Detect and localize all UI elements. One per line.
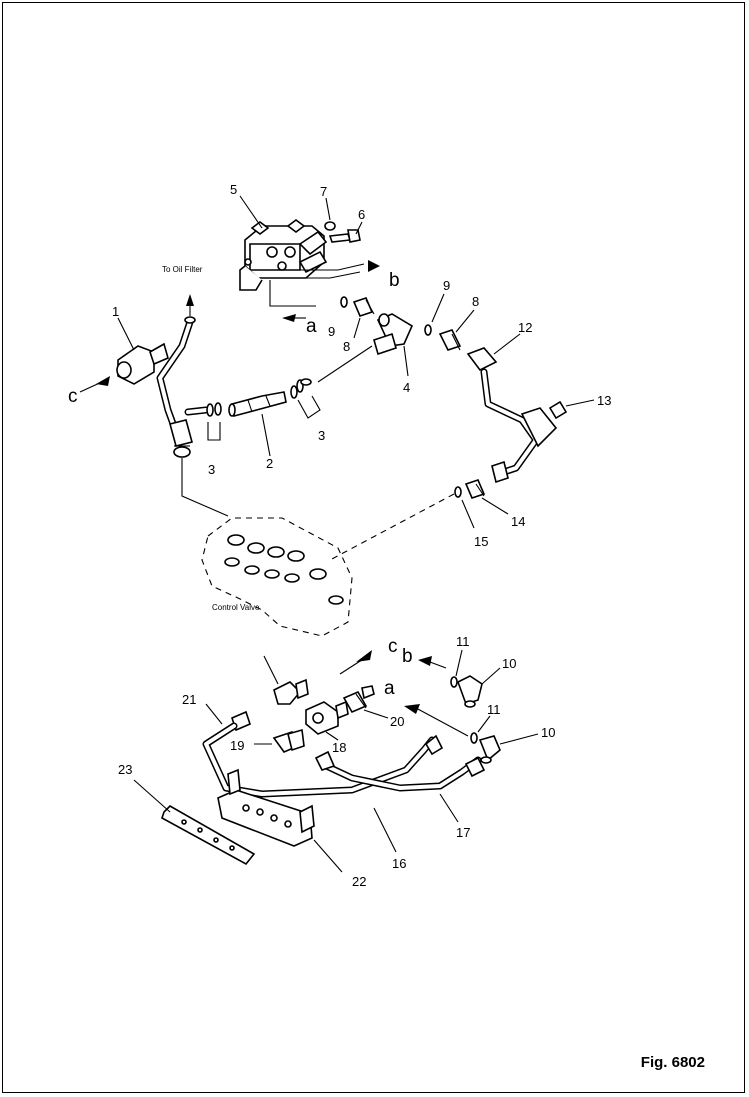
o-ring-15 [454,486,462,498]
pipe-12 [466,347,558,484]
elbow-10-upper [457,675,483,708]
part-label-3-left: 3 [208,462,215,477]
part-label-14: 14 [511,514,525,529]
nut-17-right [464,756,486,778]
elbow-19 [272,728,305,753]
part-label-21: 21 [182,692,196,707]
part-label-6: 6 [358,207,365,222]
letter-a-upper: a [306,316,317,337]
elbow-21 [273,678,309,705]
o-ring-11-lower [470,732,478,744]
letter-b-upper: b [389,270,400,291]
pipe-end [184,316,196,324]
control-valve [201,517,353,637]
clamp-3-left [206,402,222,441]
letter-c-upper: c [68,386,78,407]
elbow-fitting [169,419,193,458]
pipe-17 [318,756,482,792]
part-label-23: 23 [118,762,132,777]
nut-17-left [314,750,336,771]
part-label-17: 17 [456,825,470,840]
o-ring-9-right [424,324,432,336]
nut-16 [424,734,444,756]
part-label-12: 12 [518,320,532,335]
o-ring-11-upper [450,676,458,688]
part-label-11-upper: 11 [456,634,470,649]
fitting-1 [116,342,169,385]
part-label-3-right: 3 [318,428,325,443]
washer-7 [324,221,336,231]
part-label-4: 4 [403,380,410,395]
valve-body-5 [239,219,328,291]
part-label-20: 20 [390,714,404,729]
pipe-to-oil-filter [156,318,210,436]
part-label-19: 19 [230,738,244,753]
to-oil-filter-label: To Oil Filter [162,265,203,274]
part-label-18: 18 [332,740,346,755]
adapter-8-right [438,329,462,351]
part-label-8-left: 8 [343,339,350,354]
clamp-3-right [290,378,321,419]
control-valve-label: Control Valve [212,603,260,612]
hose-2 [228,391,287,417]
pipe-16 [202,722,436,798]
part-label-8-right: 8 [472,294,479,309]
letter-a-lower: a [384,678,395,699]
bolt-6 [328,229,361,243]
elbow-4 [373,313,414,356]
part-label-16: 16 [392,856,406,871]
adapter-20 [342,685,375,714]
part-label-5: 5 [230,182,237,197]
adapter-8-left [352,297,375,317]
part-label-7: 7 [320,184,327,199]
part-label-10-upper: 10 [502,656,516,671]
letter-c-lower: c [388,636,398,657]
part-label-9-right: 9 [443,278,450,293]
part-label-10-lower: 10 [541,725,555,740]
part-label-11-lower: 11 [487,702,501,717]
tee-18 [305,700,349,735]
letter-b-lower: b [402,646,413,667]
plug-13 [548,400,568,420]
manifold-22 [217,768,315,847]
o-ring-9-left [340,296,348,308]
elbow-10-lower [478,735,501,764]
bracket-23 [161,805,256,866]
part-label-15: 15 [474,534,488,549]
adapter-14 [464,479,486,499]
part-label-1: 1 [112,304,119,319]
part-label-22: 22 [352,874,366,889]
part-label-9-left: 9 [328,324,335,339]
part-label-2: 2 [266,456,273,471]
part-label-13: 13 [597,393,611,408]
figure-label: Fig. 6802 [640,1054,705,1071]
